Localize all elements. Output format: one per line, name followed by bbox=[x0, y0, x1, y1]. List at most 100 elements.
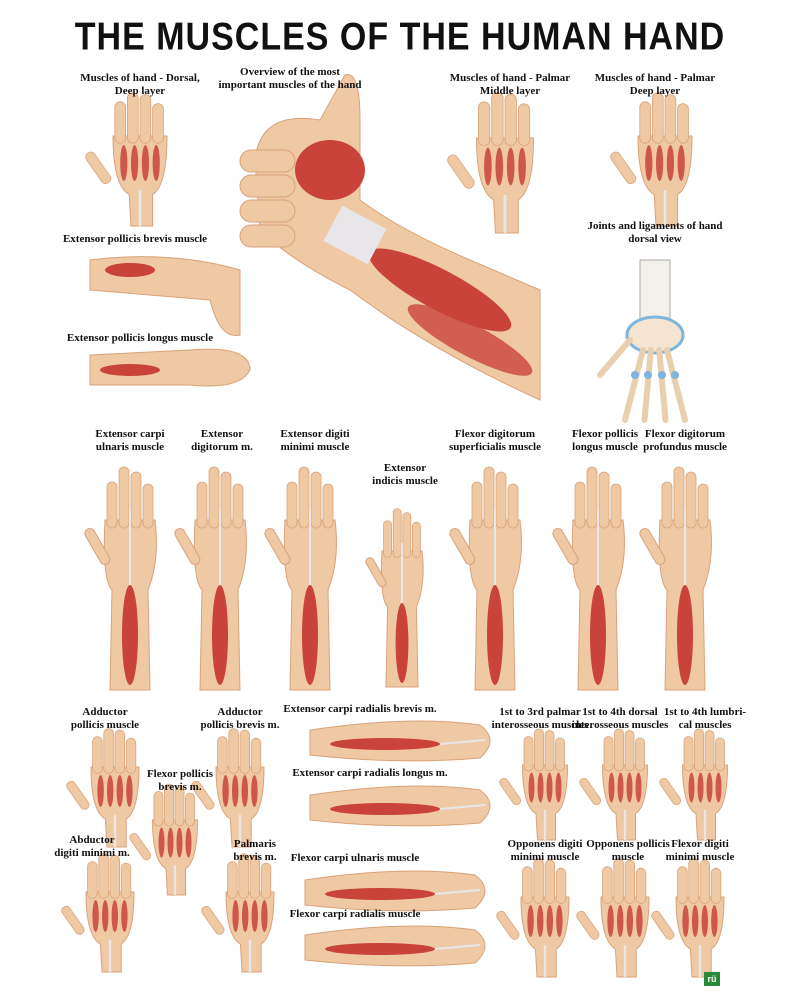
finger-shape bbox=[152, 103, 164, 144]
tendon-line bbox=[439, 739, 486, 745]
section-heading-flex-pollicis-longus: Flexor pollicis longus muscle bbox=[571, 428, 639, 453]
muscle-shape bbox=[325, 888, 435, 900]
muscle-shape bbox=[546, 772, 553, 803]
muscle-shape bbox=[635, 772, 642, 803]
muscle-shape bbox=[617, 905, 624, 937]
finger-shape bbox=[661, 481, 673, 529]
muscle-shape bbox=[484, 147, 492, 186]
publisher-logo: rü bbox=[704, 972, 720, 986]
muscle-shape bbox=[232, 775, 239, 807]
thumb-shape bbox=[576, 910, 600, 940]
muscle-shape bbox=[495, 147, 504, 186]
muscle-shape bbox=[706, 772, 713, 803]
finger-shape bbox=[98, 853, 109, 899]
finger-shape bbox=[322, 483, 334, 529]
finger-shape bbox=[544, 859, 556, 904]
finger-shape bbox=[586, 466, 598, 529]
muscle-shape bbox=[242, 900, 249, 932]
illustration-ext-carpi-ulnaris bbox=[84, 466, 157, 691]
illustration-ext-pollicis-longus bbox=[89, 348, 251, 387]
finger-shape bbox=[491, 92, 504, 147]
finger-shape bbox=[106, 481, 118, 529]
finger-shape bbox=[507, 483, 519, 529]
thumb-shape bbox=[84, 528, 111, 565]
finger-shape bbox=[673, 466, 685, 529]
finger-shape bbox=[109, 854, 121, 899]
poster-title: THE MUSCLES OF THE HUMAN HAND bbox=[74, 15, 726, 59]
finger-shape bbox=[164, 783, 174, 827]
illustration-opponens-digiti-minimi bbox=[496, 858, 570, 978]
finger-shape bbox=[715, 737, 725, 772]
muscle-shape bbox=[697, 772, 704, 803]
section-heading-overview: Overview of the most important muscles o… bbox=[218, 66, 362, 91]
muscle-shape bbox=[102, 900, 109, 932]
thumb-shape bbox=[201, 905, 225, 935]
finger-shape bbox=[239, 224, 296, 248]
finger-shape bbox=[504, 93, 517, 147]
muscle-shape bbox=[626, 772, 633, 803]
muscle-shape bbox=[407, 304, 533, 376]
muscle-shape bbox=[176, 827, 183, 858]
section-heading-palmar-middle: Muscles of hand - Palmar Middle layer bbox=[449, 72, 571, 97]
thumb-shape bbox=[496, 910, 520, 940]
finger-shape bbox=[130, 471, 142, 529]
section-heading-abductor-pollicis-brevis: Adductor pollicis brevis m. bbox=[200, 706, 280, 731]
section-heading-ecr-longus: Extensor carpi radialis longus m. bbox=[292, 767, 448, 779]
muscle-shape bbox=[711, 905, 718, 937]
muscle-shape bbox=[126, 775, 133, 807]
finger-shape bbox=[533, 858, 544, 904]
finger-shape bbox=[495, 471, 507, 529]
illustration-overview bbox=[239, 74, 541, 401]
finger-shape bbox=[477, 101, 491, 147]
thumb-shape bbox=[174, 528, 201, 565]
thumb-shape bbox=[651, 910, 675, 940]
finger-bones bbox=[622, 347, 646, 423]
illustration-dorsal-interossei bbox=[579, 728, 649, 841]
muscle-shape bbox=[100, 364, 160, 376]
section-heading-lumbricals: 1st to 4th lumbri- cal muscles bbox=[663, 706, 747, 731]
finger-shape bbox=[114, 729, 126, 774]
finger-shape bbox=[517, 103, 531, 147]
illustration-flex-carpi-ulnaris bbox=[304, 870, 486, 912]
muscle-shape bbox=[368, 248, 512, 332]
finger-shape bbox=[411, 521, 421, 558]
muscle-shape bbox=[636, 905, 643, 937]
thumb-shape bbox=[447, 154, 475, 189]
finger-shape bbox=[613, 858, 624, 904]
carpal-bones bbox=[625, 315, 685, 355]
muscle-shape bbox=[330, 738, 440, 750]
illustration-dorsal-deep bbox=[85, 92, 168, 227]
tendon-line bbox=[434, 889, 481, 895]
finger-shape bbox=[196, 481, 208, 529]
section-heading-flex-carpi-ulnaris: Flexor carpi ulnaris muscle bbox=[290, 852, 420, 864]
muscle-shape bbox=[185, 827, 192, 858]
illustration-ext-indicis bbox=[365, 508, 424, 688]
thumb-shape bbox=[264, 528, 291, 565]
section-heading-flex-dig-superficialis: Flexor digitorum superficialis muscle bbox=[449, 428, 541, 453]
muscle-shape bbox=[111, 900, 119, 932]
section-heading-dorsal-deep: Muscles of hand - Dorsal, Deep layer bbox=[80, 72, 200, 97]
illustration-ext-digiti-minimi bbox=[264, 466, 337, 691]
muscle-shape bbox=[97, 775, 104, 807]
finger-shape bbox=[697, 483, 709, 529]
illustration-flex-dig-superficialis bbox=[449, 466, 522, 691]
finger-shape bbox=[174, 785, 185, 827]
illustration-palmar-middle bbox=[447, 92, 535, 234]
finger-shape bbox=[220, 471, 232, 529]
joint-ligament bbox=[631, 371, 639, 379]
thumb-shape bbox=[552, 528, 579, 565]
finger-shape bbox=[238, 853, 249, 899]
muscle-shape bbox=[295, 140, 365, 200]
tendon-line bbox=[434, 944, 481, 950]
finger-shape bbox=[688, 858, 699, 904]
muscle-shape bbox=[121, 900, 128, 932]
finger-shape bbox=[574, 481, 586, 529]
muscle-shape bbox=[666, 145, 675, 181]
section-heading-ext-pollicis-longus: Extensor pollicis longus muscle bbox=[66, 332, 214, 344]
illustration-joints-ligaments bbox=[597, 259, 688, 423]
finger-shape bbox=[92, 736, 103, 774]
finger-shape bbox=[228, 728, 239, 774]
thumb-bones bbox=[597, 337, 633, 378]
muscle-shape bbox=[302, 585, 318, 685]
